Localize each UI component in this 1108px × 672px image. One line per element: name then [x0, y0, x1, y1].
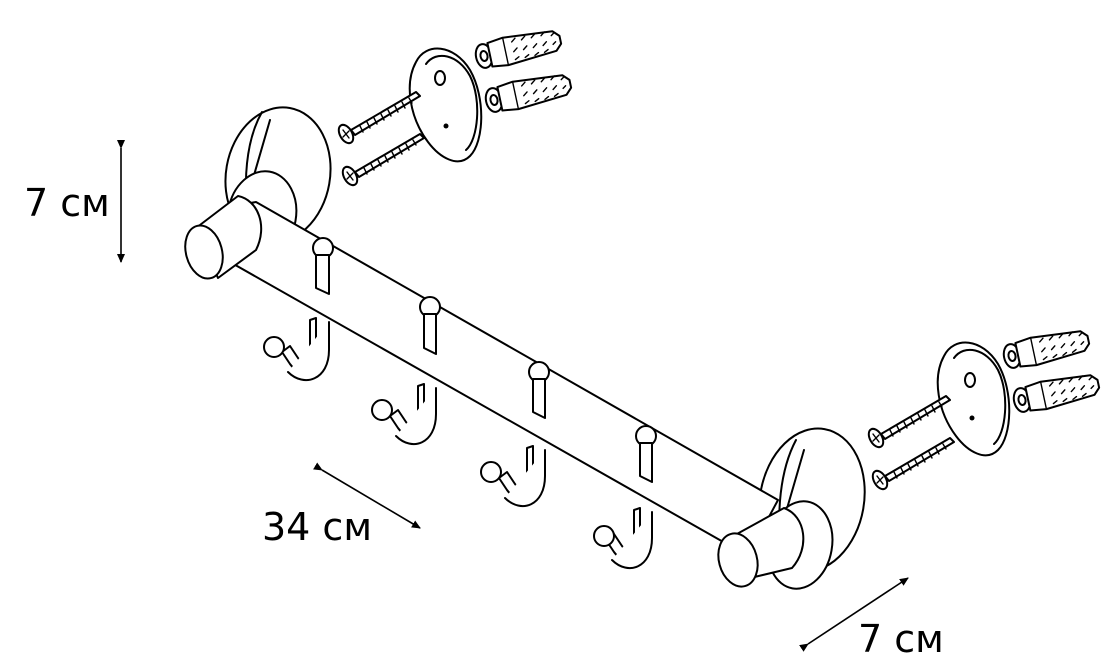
- height-label: 7 см: [24, 181, 110, 225]
- right-mounting-plate: [936, 341, 1011, 457]
- length-dimension: 34 см: [262, 462, 421, 549]
- hook-1: [263, 237, 334, 382]
- depth-label: 7 см: [858, 617, 944, 661]
- hook-3: [480, 361, 550, 508]
- top-wall-plugs: [472, 25, 575, 117]
- right-wall-plugs: [1000, 325, 1103, 417]
- hook-4: [593, 425, 657, 570]
- depth-dimension: 7 см: [799, 577, 944, 661]
- right-screws: [864, 395, 955, 493]
- length-label: 34 см: [262, 505, 372, 549]
- left-mounting-plate: [408, 47, 483, 163]
- hook-2: [371, 296, 441, 446]
- height-dimension: 7 см: [24, 140, 125, 263]
